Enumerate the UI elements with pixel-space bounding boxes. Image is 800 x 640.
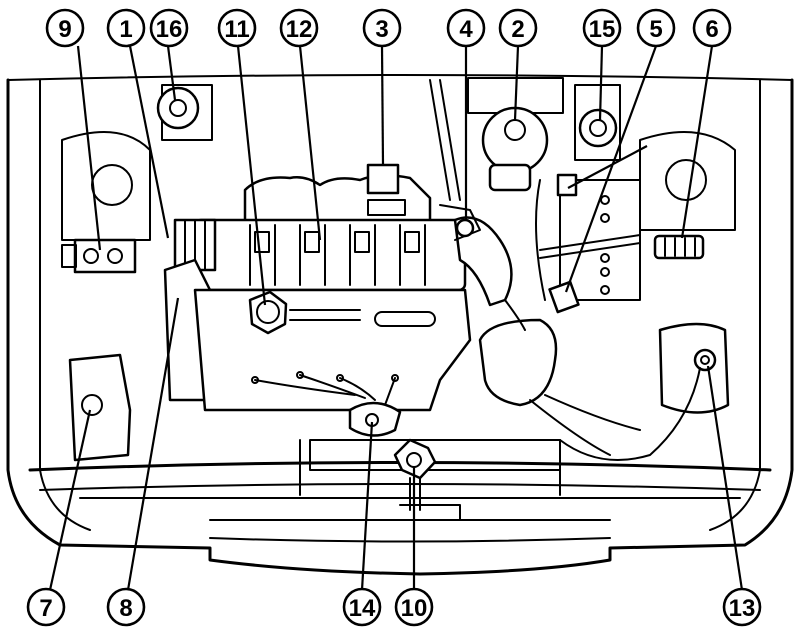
leader-14 [360,421,374,591]
radiator-cap [393,438,461,521]
svg-text:2: 2 [511,16,524,43]
washer-reservoir [68,353,132,462]
svg-text:7: 7 [39,595,52,622]
svg-text:9: 9 [58,16,71,43]
svg-text:11: 11 [224,16,249,43]
callout-9: 9 [45,8,85,48]
leader-6 [680,45,714,239]
callout-13: 13 [722,587,762,627]
leader-lines [48,45,744,591]
leader-11 [236,45,267,306]
engine-assembly [163,163,472,437]
leader-9 [76,45,102,251]
callout-15: 15 [582,8,622,48]
svg-text:15: 15 [589,16,616,43]
leader-7 [48,409,92,591]
air-intake-duct [439,204,641,456]
relay-box [61,238,137,274]
callout-16: 16 [149,8,189,48]
svg-text:1: 1 [119,16,132,43]
callout-12: 12 [279,8,319,48]
leader-3 [380,45,385,166]
relay-bracket [535,173,641,314]
leader-13 [706,365,744,591]
svg-text:10: 10 [401,595,428,622]
leader-12 [298,45,322,241]
callout-7: 7 [26,587,66,627]
callout-8: 8 [106,587,146,627]
ignition-coil [574,84,621,161]
svg-text:6: 6 [705,16,718,43]
connector-block [653,234,705,260]
leader-5b [567,145,648,189]
oil-filler-cap [248,290,288,335]
leader-1 [128,45,170,239]
callout-5: 5 [636,8,676,48]
leader-15 [598,45,604,121]
callout-14: 14 [342,587,382,627]
svg-text:12: 12 [286,16,313,43]
car-body-outline [6,74,794,576]
distributor [348,401,402,437]
leader-2 [513,45,520,121]
callout-6: 6 [692,8,732,48]
svg-text:3: 3 [375,16,388,43]
callout-2: 2 [498,8,538,48]
svg-text:13: 13 [729,595,756,622]
callout-11: 11 [217,8,257,48]
svg-text:8: 8 [119,595,132,622]
leader-5a [564,45,658,293]
svg-text:5: 5 [649,16,662,43]
leader-8 [126,297,180,591]
svg-text:14: 14 [349,595,376,622]
callout-4: 4 [446,8,486,48]
leader-16 [166,45,177,101]
callout-3: 3 [362,8,402,48]
head-ribs [249,224,426,286]
master-cylinder [429,77,564,201]
svg-text:4: 4 [459,16,473,43]
horn [156,84,213,141]
callout-10: 10 [394,587,434,627]
callout-1: 1 [106,8,146,48]
svg-text:16: 16 [156,16,183,43]
